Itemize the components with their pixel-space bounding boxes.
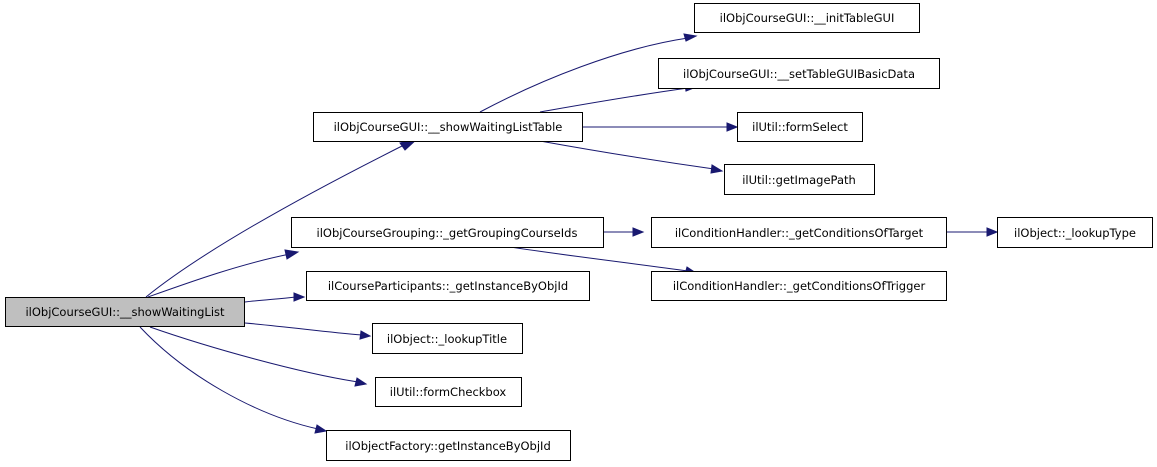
node-showwaitinglisttable[interactable]: ilObjCourseGUI::__showWaitingListTable [313, 112, 583, 142]
svg-text:ilObjectFactory::getInstanceBy: ilObjectFactory::getInstanceByObjId [345, 439, 551, 453]
svg-text:ilObjCourseGrouping::_getGroup: ilObjCourseGrouping::_getGroupingCourseI… [317, 226, 578, 240]
node-settableguibasicdata[interactable]: ilObjCourseGUI::__setTableGUIBasicData [658, 58, 940, 89]
edge-showwaitinglisttable-to-getimagepath [539, 140, 724, 174]
edge-showwaitinglisttable-to-inittablegui [479, 33, 698, 113]
svg-text:ilConditionHandler::_getCondit: ilConditionHandler::_getConditionsOfTrig… [673, 279, 926, 293]
node-showwaitinglist[interactable]: ilObjCourseGUI::__showWaitingList [5, 297, 245, 327]
node-getconditionsoftrigger[interactable]: ilConditionHandler::_getConditionsOfTrig… [651, 271, 947, 301]
edge-getgroupingcourseids-to-getconditionsoftarget [604, 227, 645, 237]
node-getimagepath[interactable]: ilUtil::getImagePath [724, 164, 875, 195]
node-inittablegui[interactable]: ilObjCourseGUI::__initTableGUI [694, 3, 920, 33]
svg-text:ilUtil::formCheckbox: ilUtil::formCheckbox [390, 385, 507, 399]
edge-showwaitinglisttable-to-formselect [583, 122, 739, 132]
svg-text:ilObject::_lookupType: ilObject::_lookupType [1014, 226, 1136, 240]
svg-text:ilObjCourseGUI::__initTableGUI: ilObjCourseGUI::__initTableGUI [720, 11, 895, 25]
edge-root-to-lookuptitle [244, 322, 372, 340]
edge-getconditionsoftarget-to-lookuptype [946, 227, 999, 237]
edge-root-to-getgroupingcourseids [147, 249, 300, 298]
edge-root-to-formcheckbox [149, 326, 368, 387]
node-formcheckbox[interactable]: ilUtil::formCheckbox [375, 377, 522, 407]
node-objectfactory-getinstancebyobjid[interactable]: ilObjectFactory::getInstanceByObjId [326, 430, 571, 461]
node-lookuptitle[interactable]: ilObject::_lookupTitle [372, 323, 523, 354]
node-lookuptype[interactable]: ilObject::_lookupType [997, 217, 1153, 248]
edge-getgroupingcourseids-to-getconditionsoftrigger [509, 246, 698, 275]
svg-text:ilUtil::getImagePath: ilUtil::getImagePath [742, 173, 856, 187]
node-courseparticipants-getinstancebyobjid[interactable]: ilCourseParticipants::_getInstanceByObjI… [306, 271, 590, 301]
edge-root-to-getinstancebyobjid-participants [244, 292, 306, 303]
svg-text:ilConditionHandler::_getCondit: ilConditionHandler::_getConditionsOfTarg… [675, 226, 924, 240]
svg-text:ilObjCourseGUI::__showWaitingL: ilObjCourseGUI::__showWaitingList [25, 305, 225, 319]
node-getgroupingcourseids[interactable]: ilObjCourseGrouping::_getGroupingCourseI… [291, 217, 604, 248]
svg-text:ilObjCourseGUI::__showWaitingL: ilObjCourseGUI::__showWaitingListTable [334, 120, 563, 134]
svg-text:ilObject::_lookupTitle: ilObject::_lookupTitle [387, 332, 507, 346]
node-getconditionsoftarget[interactable]: ilConditionHandler::_getConditionsOfTarg… [651, 217, 947, 248]
edge-root-to-getinstancebyobjid-factory [139, 326, 328, 434]
svg-text:ilObjCourseGUI::__setTableGUIB: ilObjCourseGUI::__setTableGUIBasicData [683, 67, 915, 81]
svg-text:ilUtil::formSelect: ilUtil::formSelect [752, 120, 848, 134]
node-formselect[interactable]: ilUtil::formSelect [737, 112, 863, 142]
svg-text:ilCourseParticipants::_getInst: ilCourseParticipants::_getInstanceByObjI… [328, 279, 568, 293]
